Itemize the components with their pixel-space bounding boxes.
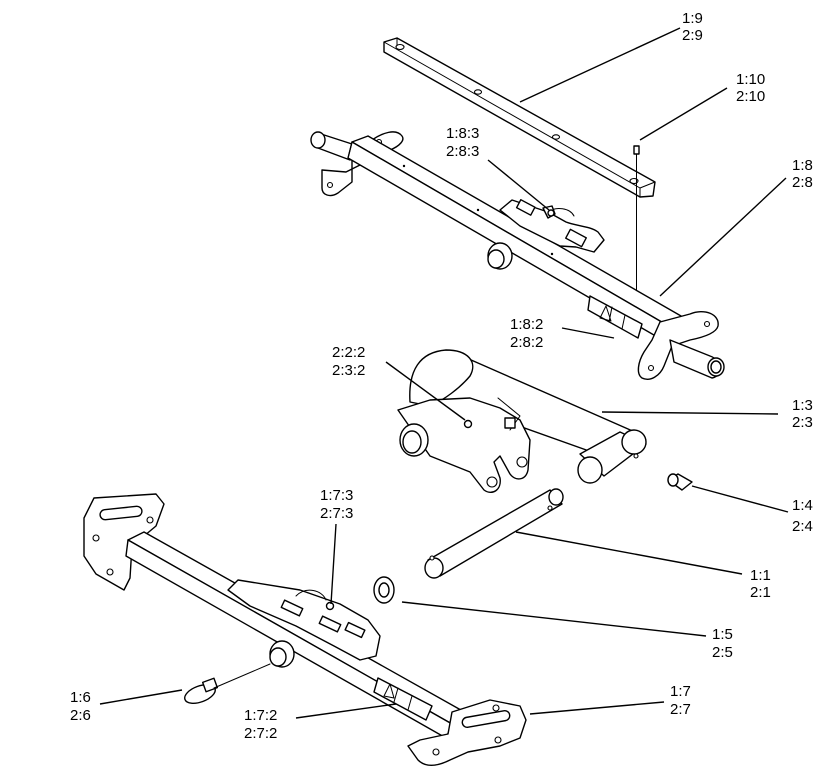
callout-1-4-line2: 2:4: [792, 518, 813, 535]
arm-yoke-part: [397, 349, 647, 494]
leader-2-2-2: [385, 361, 466, 421]
callout-1-10-line1: 1:10: [736, 71, 765, 88]
callout-1-8-3-line2: 2:8:3: [446, 143, 479, 160]
callout-1-7-3-line1: 1:7:3: [320, 487, 353, 504]
callout-1-8-2-line1: 1:8:2: [510, 316, 543, 333]
callout-1-8-line2: 2:8: [792, 174, 813, 191]
callout-1-1-line2: 2:1: [750, 584, 771, 601]
callout-1-8-3-line1: 1:8:3: [446, 125, 479, 142]
leader-1-5: [401, 601, 707, 637]
callout-2-2-2-line1: 2:2:2: [332, 344, 365, 361]
leader-1-8-2: [561, 327, 615, 339]
callout-1-8-2-line2: 2:8:2: [510, 334, 543, 351]
callout-1-5-line2: 2:5: [712, 644, 733, 661]
leader-1-9: [519, 27, 681, 103]
callout-1-7-2-line1: 1:7:2: [244, 707, 277, 724]
washer-part: [373, 576, 395, 604]
bolt-part: [667, 473, 693, 491]
callout-1-7-line2: 2:7: [670, 701, 691, 718]
lower-frame-part: [83, 493, 527, 766]
leader-1-6: [99, 689, 183, 705]
callout-1-4-line1: 1:4: [792, 497, 813, 514]
callout-1-9-line2: 2:9: [682, 27, 703, 44]
leader-1-7: [529, 701, 665, 715]
screw-part: [633, 145, 640, 302]
callout-1-3-line1: 1:3: [792, 397, 813, 414]
callout-1-7-3-line2: 2:7:3: [320, 505, 353, 522]
callout-1-7-line1: 1:7: [670, 683, 691, 700]
leader-1-7-3: [330, 523, 337, 605]
callout-1-6-line1: 1:6: [70, 689, 91, 706]
callout-1-1-line1: 1:1: [750, 567, 771, 584]
leader-1-7-2: [295, 703, 397, 719]
callout-1-5-line1: 1:5: [712, 626, 733, 643]
flat-bar-part: [383, 37, 656, 198]
callout-labels: 1:9 2:9 1:10 2:10 1:8:3 2:8:3 1:8 2:8 1:…: [70, 10, 813, 742]
callout-1-3-line2: 2:3: [792, 414, 813, 431]
callout-1-10-line2: 2:10: [736, 88, 765, 105]
callout-1-8-line1: 1:8: [792, 157, 813, 174]
leader-1-4: [691, 485, 789, 513]
callout-1-9-line1: 1:9: [682, 10, 703, 27]
leader-1-3: [601, 411, 779, 415]
pivot-shaft-part: [424, 488, 564, 579]
upper-tube-frame-part: [310, 131, 725, 380]
leader-1-8-3: [487, 159, 550, 211]
leader-1-8: [659, 177, 787, 297]
leader-lines: [99, 27, 789, 719]
lynch-pin-part: [184, 663, 271, 704]
callout-2-2-2-line2: 2:3:2: [332, 362, 365, 379]
callout-1-6-line2: 2:6: [70, 707, 91, 724]
callout-1-7-2-line2: 2:7:2: [244, 725, 277, 742]
leader-1-10: [639, 87, 728, 141]
leader-1-1: [515, 531, 743, 575]
